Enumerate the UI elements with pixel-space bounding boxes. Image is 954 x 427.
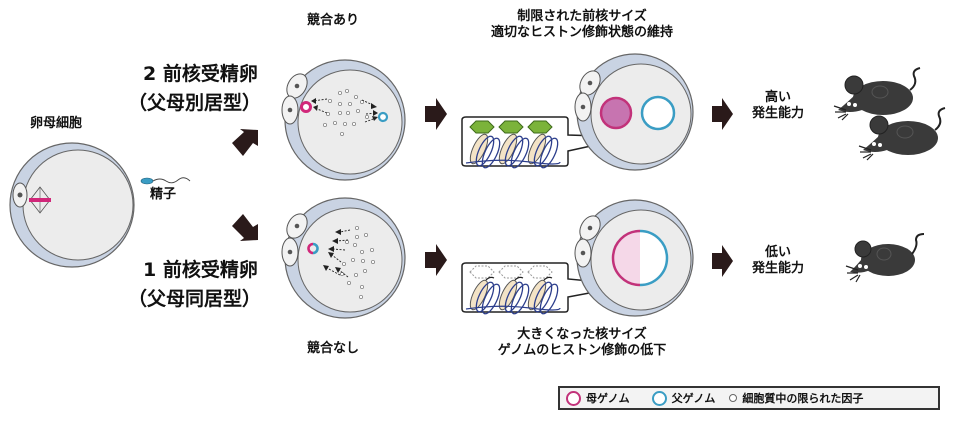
- combined-pronucleus: [307, 242, 319, 255]
- histone-mark-icon: [469, 120, 553, 134]
- top-result-line1: 制限された前核サイズ: [517, 9, 647, 24]
- histone-callout-top: [461, 116, 633, 171]
- mouse-icon: [858, 107, 946, 161]
- embryo-2pn-result: [574, 53, 694, 171]
- legend-maternal: 母ゲノム: [586, 392, 630, 405]
- oocyte-cell: [9, 142, 135, 268]
- combined-nucleus: [613, 231, 667, 285]
- arrow-up-right-icon: [232, 129, 258, 156]
- paternal-genome-icon: [651, 390, 667, 406]
- maternal-pronucleus: [599, 96, 633, 130]
- legend: 母ゲノム 父ゲノム 細胞質中の限られた因子: [558, 386, 940, 410]
- legend-paternal: 父ゲノム: [671, 392, 716, 405]
- low-label-line1: 低い: [764, 245, 791, 260]
- histone-callout-bottom: [461, 262, 633, 317]
- factor-icon: [729, 394, 738, 402]
- top-result-line2: 適切なヒストン修飾状態の維持: [490, 25, 673, 40]
- one-pn-title: 1 前核受精卵: [143, 259, 258, 281]
- histone-mark-lost-icon: [469, 265, 553, 279]
- arrow-right-icon: [425, 244, 447, 276]
- zygote-1pn: [281, 197, 406, 319]
- maternal-genome-icon: [566, 390, 581, 406]
- mouse-icon: [845, 233, 925, 283]
- zygote-2pn: [281, 59, 406, 181]
- legend-factor: 細胞質中の限られた因子: [742, 392, 864, 405]
- paternal-pronucleus: [640, 95, 676, 131]
- two-pn-subtitle: （父母別居型）: [128, 92, 262, 114]
- bottom-result-line2: ゲノムのヒストン修飾の低下: [497, 343, 667, 358]
- mouse-icon: [833, 67, 921, 121]
- paternal-pronucleus: [377, 111, 389, 123]
- bottom-result-line1: 大きくなった核サイズ: [517, 327, 647, 342]
- low-label-line2: 発生能力: [751, 261, 804, 276]
- arrow-right-icon: [712, 245, 733, 277]
- two-pn-title: 2 前核受精卵: [143, 63, 258, 85]
- arrow-down-right-icon: [232, 214, 258, 241]
- high-label-line2: 発生能力: [751, 106, 804, 121]
- sperm-icon: [140, 177, 191, 185]
- oocyte-label: 卵母細胞: [30, 116, 83, 131]
- one-pn-subtitle: （父母同居型）: [128, 288, 262, 310]
- embryo-1pn-result: [574, 199, 694, 317]
- maternal-pronucleus: [300, 101, 312, 113]
- competition-yes-label: 競合あり: [307, 13, 360, 28]
- competition-no-label: 競合なし: [307, 341, 360, 356]
- spindle-icon: [29, 186, 51, 214]
- high-label-line1: 高い: [764, 90, 791, 105]
- arrow-right-icon: [712, 98, 733, 130]
- sperm-label: 精子: [150, 187, 177, 202]
- arrow-right-icon: [425, 98, 447, 130]
